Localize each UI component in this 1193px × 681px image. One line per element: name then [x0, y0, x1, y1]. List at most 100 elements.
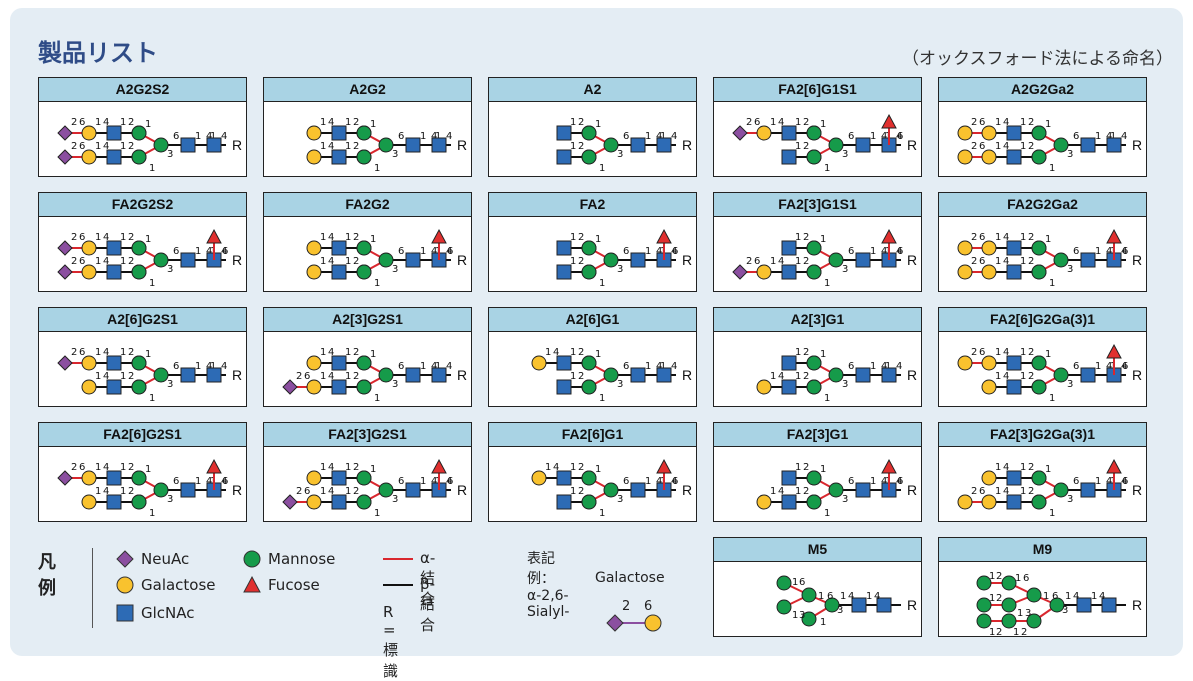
linkage-label: 1 — [374, 163, 380, 174]
linkage-label: 1 — [570, 232, 576, 243]
linkage-label: 2 — [296, 486, 302, 497]
linkage-label: 1 — [995, 486, 1001, 497]
linkage-label: 2 — [803, 371, 809, 382]
mannose-residue — [378, 482, 394, 498]
linkage-label: 1 — [435, 131, 441, 142]
linkage-label: 4 — [881, 246, 887, 257]
glcnac-residue — [1006, 355, 1022, 371]
glcnac-residue — [1080, 137, 1096, 153]
linkage-label: 1 — [1049, 393, 1055, 404]
linkage-label: 1 — [1095, 476, 1101, 487]
linkage-label: 4 — [1003, 141, 1009, 152]
linkage-label: 1 — [1045, 464, 1051, 475]
linkage-label: 2 — [1028, 232, 1034, 243]
linkage-label: 1 — [840, 591, 846, 602]
linkage-label: 1 — [870, 361, 876, 372]
linkage-label: 4 — [431, 131, 437, 142]
linkage-label: 1 — [989, 593, 995, 604]
galactose-residue — [981, 494, 997, 510]
linkage-label: 6 — [79, 141, 85, 152]
linkage-label: 4 — [671, 131, 677, 142]
mannose-residue — [976, 613, 992, 629]
mannose-residue — [1031, 264, 1047, 280]
linkage-label: 6 — [79, 256, 85, 267]
glcnac-residue — [331, 240, 347, 256]
linkage-label: 1 — [795, 347, 801, 358]
linkage-label: 4 — [431, 361, 437, 372]
reducing-end-label: R — [1132, 137, 1142, 153]
galactose-residue — [981, 470, 997, 486]
linkage-label: 4 — [103, 141, 109, 152]
glcnac-residue — [855, 137, 871, 153]
example-title-2: Galactose — [595, 570, 665, 586]
mannose-residue — [356, 149, 372, 165]
glycan-card: FA2G2S2R614141136121426121426 — [38, 192, 247, 292]
linkage-label: 4 — [896, 131, 902, 142]
linkage-label: 1 — [149, 278, 155, 289]
linkage-label: 3 — [392, 149, 398, 160]
linkage-label: 2 — [971, 256, 977, 267]
linkage-label: 1 — [545, 347, 551, 358]
linkage-label: 1 — [374, 278, 380, 289]
mannose-residue — [153, 367, 169, 383]
galactose-residue — [81, 149, 97, 165]
linkage-label: 2 — [128, 117, 134, 128]
linkage-label: 4 — [896, 246, 902, 257]
galactose-residue — [306, 494, 322, 510]
galactose-residue — [957, 240, 973, 256]
linkage-label: 1 — [370, 119, 376, 130]
neuac-residue — [57, 355, 73, 371]
linkage-label: 6 — [1052, 591, 1058, 602]
mannose-residue — [1031, 240, 1047, 256]
mannose-residue — [581, 470, 597, 486]
reducing-end-label: R — [907, 482, 917, 498]
linkage-label: 4 — [671, 361, 677, 372]
linkage-label: 3 — [1025, 608, 1031, 619]
mannose-residue — [806, 355, 822, 371]
galactose-residue — [306, 125, 322, 141]
mannose-residue — [581, 125, 597, 141]
linkage-label: 1 — [1020, 141, 1026, 152]
linkage-label: 4 — [221, 476, 227, 487]
mannose-residue — [1053, 137, 1069, 153]
linkage-label: 6 — [1023, 573, 1029, 584]
mannose-residue — [828, 137, 844, 153]
linkage-label: 6 — [897, 131, 903, 142]
linkage-label: 1 — [824, 163, 830, 174]
linkage-label: 1 — [345, 486, 351, 497]
glcnac-residue — [630, 252, 646, 268]
linkage-label: 6 — [979, 256, 985, 267]
linkage-label: 1 — [95, 141, 101, 152]
linkage-label: 4 — [881, 476, 887, 487]
mannose-residue — [356, 379, 372, 395]
linkage-label: 1 — [599, 163, 605, 174]
linkage-label: 1 — [820, 119, 826, 130]
linkage-label: 4 — [103, 486, 109, 497]
mannose-residue — [356, 494, 372, 510]
glycan-structure-diagram: R614141136121426121426 — [57, 228, 242, 289]
linkage-label: 1 — [570, 141, 576, 152]
linkage-label: 1 — [820, 617, 826, 628]
glycan-structure-diagram: R61414113612142612 — [732, 113, 917, 174]
reducing-end-label: R — [907, 137, 917, 153]
glcnac-residue — [781, 125, 797, 141]
mannose-residue — [824, 597, 840, 613]
linkage-label: 4 — [103, 371, 109, 382]
linkage-label: 1 — [599, 278, 605, 289]
mannose-residue — [356, 125, 372, 141]
galactose-residue — [81, 264, 97, 280]
glcnac-residue — [1080, 252, 1096, 268]
linkage-label: 4 — [553, 462, 559, 473]
linkage-label: 2 — [1028, 117, 1034, 128]
linkage-label: 3 — [617, 264, 623, 275]
glcnac-residue — [106, 125, 122, 141]
linkage-label: 2 — [803, 256, 809, 267]
reducing-end-label: R — [682, 252, 692, 268]
linkage-label: 1 — [1043, 591, 1049, 602]
linkage-label: 6 — [672, 476, 678, 487]
neuac-residue — [57, 470, 73, 486]
glycan-name: A2G2Ga2 — [939, 78, 1146, 102]
glycan-name: FA2[6]G1S1 — [714, 78, 921, 102]
linkage-label: 3 — [167, 264, 173, 275]
